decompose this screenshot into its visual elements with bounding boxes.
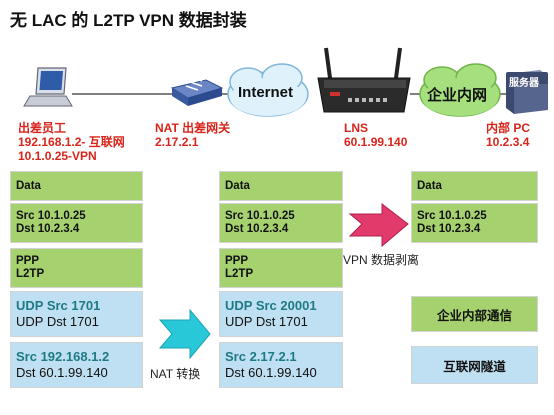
enterprise-cloud-icon bbox=[419, 63, 501, 117]
col2-ppp: PPP bbox=[225, 255, 249, 267]
col2-udp-dst: UDP Dst 1701 bbox=[225, 314, 308, 329]
nat-gateway-name: NAT 出差网关 bbox=[155, 121, 231, 135]
col2-inner-ip-block: Src 10.1.0.25 Dst 10.2.3.4 bbox=[219, 203, 343, 243]
lns-device-icon bbox=[317, 47, 411, 113]
employee-name: 出差员工 bbox=[18, 121, 67, 135]
nat-conversion-label: NAT 转换 bbox=[150, 367, 201, 381]
legend-internet-tunnel: 互联网隧道 bbox=[411, 346, 538, 384]
col2-udp-src: UDP Src 20001 bbox=[225, 298, 317, 313]
col2-inner-src: Src 10.1.0.25 bbox=[225, 210, 295, 222]
lns-name: LNS bbox=[344, 121, 368, 135]
col1-data-block: Data bbox=[10, 171, 143, 201]
col3-inner-src: Src 10.1.0.25 bbox=[417, 210, 487, 222]
col3-data-block: Data bbox=[411, 171, 538, 201]
col1-outer-src: Src 192.168.1.2 bbox=[16, 349, 110, 364]
lns-label: LNS 60.1.99.140 bbox=[344, 121, 407, 149]
server-icon bbox=[506, 70, 548, 114]
internal-pc-name: 内部 PC bbox=[486, 121, 531, 135]
internet-cloud-label: Internet bbox=[238, 84, 294, 101]
router-icon bbox=[170, 77, 224, 106]
col2-outer-src: Src 2.17.2.1 bbox=[225, 349, 297, 364]
nat-arrow bbox=[158, 308, 211, 360]
lns-ip: 60.1.99.140 bbox=[344, 135, 408, 149]
internet-cloud-icon bbox=[227, 63, 309, 117]
col2-outer-ip-block: Src 2.17.2.1 Dst 60.1.99.140 bbox=[219, 342, 343, 388]
col1-ppp: PPP bbox=[16, 255, 40, 267]
col1-outer-dst: Dst 60.1.99.140 bbox=[16, 365, 108, 380]
col1-udp-src: UDP Src 1701 bbox=[16, 298, 101, 313]
nat-gateway-label: NAT 出差网关 2.17.2.1 bbox=[155, 121, 230, 149]
vpn-strip-arrow bbox=[348, 202, 409, 248]
col1-udp-block: UDP Src 1701 UDP Dst 1701 bbox=[10, 291, 143, 337]
internal-pc-ip: 10.2.3.4 bbox=[486, 135, 530, 149]
legend-enterprise-communication: 企业内部通信 bbox=[411, 296, 538, 332]
employee-vpn-ip: 10.1.0.25-VPN bbox=[18, 149, 97, 163]
col1-outer-ip-block: Src 192.168.1.2 Dst 60.1.99.140 bbox=[10, 342, 143, 388]
col2-l2tp: L2TP bbox=[225, 268, 254, 280]
enterprise-cloud-label: 企业内网 bbox=[427, 87, 488, 104]
col3-inner-dst: Dst 10.2.3.4 bbox=[417, 223, 481, 235]
col2-outer-dst: Dst 60.1.99.140 bbox=[225, 365, 317, 380]
col1-inner-dst: Dst 10.2.3.4 bbox=[16, 223, 80, 235]
col1-inner-ip-block: Src 10.1.0.25 Dst 10.2.3.4 bbox=[10, 203, 143, 243]
col3-inner-ip-block: Src 10.1.0.25 Dst 10.2.3.4 bbox=[411, 203, 538, 243]
col1-l2tp: L2TP bbox=[16, 268, 45, 280]
employee-public-ip: 192.168.1.2- 互联网 bbox=[18, 135, 125, 149]
laptop-icon bbox=[23, 67, 73, 107]
server-label: 服务器 bbox=[509, 78, 539, 89]
col2-inner-dst: Dst 10.2.3.4 bbox=[225, 223, 289, 235]
diagram-title: 无 LAC 的 L2TP VPN 数据封装 bbox=[10, 11, 247, 30]
col1-ppp-l2tp-block: PPP L2TP bbox=[10, 248, 143, 288]
employee-label: 出差员工 192.168.1.2- 互联网 10.1.0.25-VPN bbox=[18, 121, 125, 163]
col1-inner-src: Src 10.1.0.25 bbox=[16, 210, 86, 222]
nat-gateway-ip: 2.17.2.1 bbox=[155, 135, 199, 149]
col2-data-block: Data bbox=[219, 171, 343, 201]
col2-ppp-l2tp-block: PPP L2TP bbox=[219, 248, 343, 288]
col1-udp-dst: UDP Dst 1701 bbox=[16, 314, 99, 329]
col2-udp-block: UDP Src 20001 UDP Dst 1701 bbox=[219, 291, 343, 337]
vpn-strip-label: VPN 数据剥离 bbox=[343, 253, 420, 267]
internal-pc-label: 内部 PC 10.2.3.4 bbox=[486, 121, 530, 149]
